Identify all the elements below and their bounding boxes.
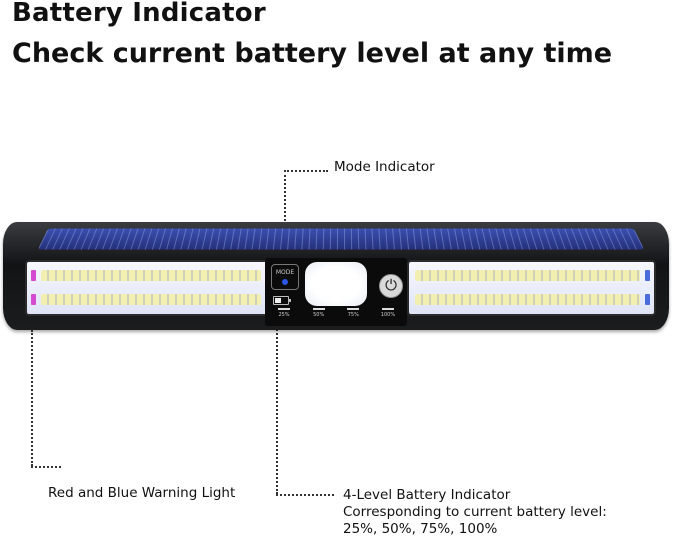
- warning-light-label: Red and Blue Warning Light: [48, 485, 236, 501]
- battery-indicator-line1: 4-Level Battery Indicator: [343, 487, 511, 503]
- solar-panel: [37, 228, 645, 250]
- battery-level-75: 75%: [338, 308, 368, 318]
- battery-level-100: 100%: [373, 308, 403, 318]
- battery-callout-line-h: [276, 494, 334, 496]
- battery-indicator-line3: 25%, 50%, 75%, 100%: [343, 521, 498, 537]
- battery-level-50: 50%: [304, 308, 334, 318]
- led-panel-right: [407, 260, 656, 316]
- led-panel-left: [25, 260, 269, 316]
- battery-icon: [273, 296, 291, 305]
- red-warning-light: [31, 294, 36, 305]
- solar-light-device: MODE ⏻ 25% 50% 75% 100%: [3, 222, 669, 330]
- led-row: [415, 270, 640, 281]
- power-icon: ⏻: [385, 277, 397, 294]
- cob-light: [305, 262, 367, 306]
- mode-indicator-label: Mode Indicator: [334, 159, 435, 175]
- battery-level-25: 25%: [269, 308, 299, 318]
- led-row: [41, 294, 261, 305]
- mode-button-label: MODE: [275, 269, 295, 276]
- warning-callout-line-v: [31, 330, 33, 466]
- led-row: [415, 294, 640, 305]
- battery-callout-line-v: [276, 326, 278, 494]
- control-panel: MODE ⏻ 25% 50% 75% 100%: [265, 258, 407, 326]
- mode-callout-line-h: [284, 170, 328, 172]
- mode-indicator-led: [282, 279, 288, 285]
- blue-warning-light: [645, 270, 650, 281]
- mode-callout-line-v: [284, 170, 286, 265]
- battery-level-indicator: 25% 50% 75% 100%: [269, 308, 403, 318]
- red-warning-light: [31, 270, 36, 281]
- mode-button[interactable]: MODE: [271, 264, 299, 290]
- led-row: [41, 270, 261, 281]
- page-title: Battery Indicator: [12, 0, 266, 28]
- battery-indicator-line2: Corresponding to current battery level:: [343, 504, 607, 520]
- power-button[interactable]: ⏻: [379, 274, 403, 298]
- warning-callout-line-h: [31, 466, 61, 468]
- blue-warning-light: [645, 294, 650, 305]
- battery-indicator-label: 4-Level Battery Indicator Corresponding …: [343, 487, 607, 538]
- page-subtitle: Check current battery level at any time: [12, 38, 613, 69]
